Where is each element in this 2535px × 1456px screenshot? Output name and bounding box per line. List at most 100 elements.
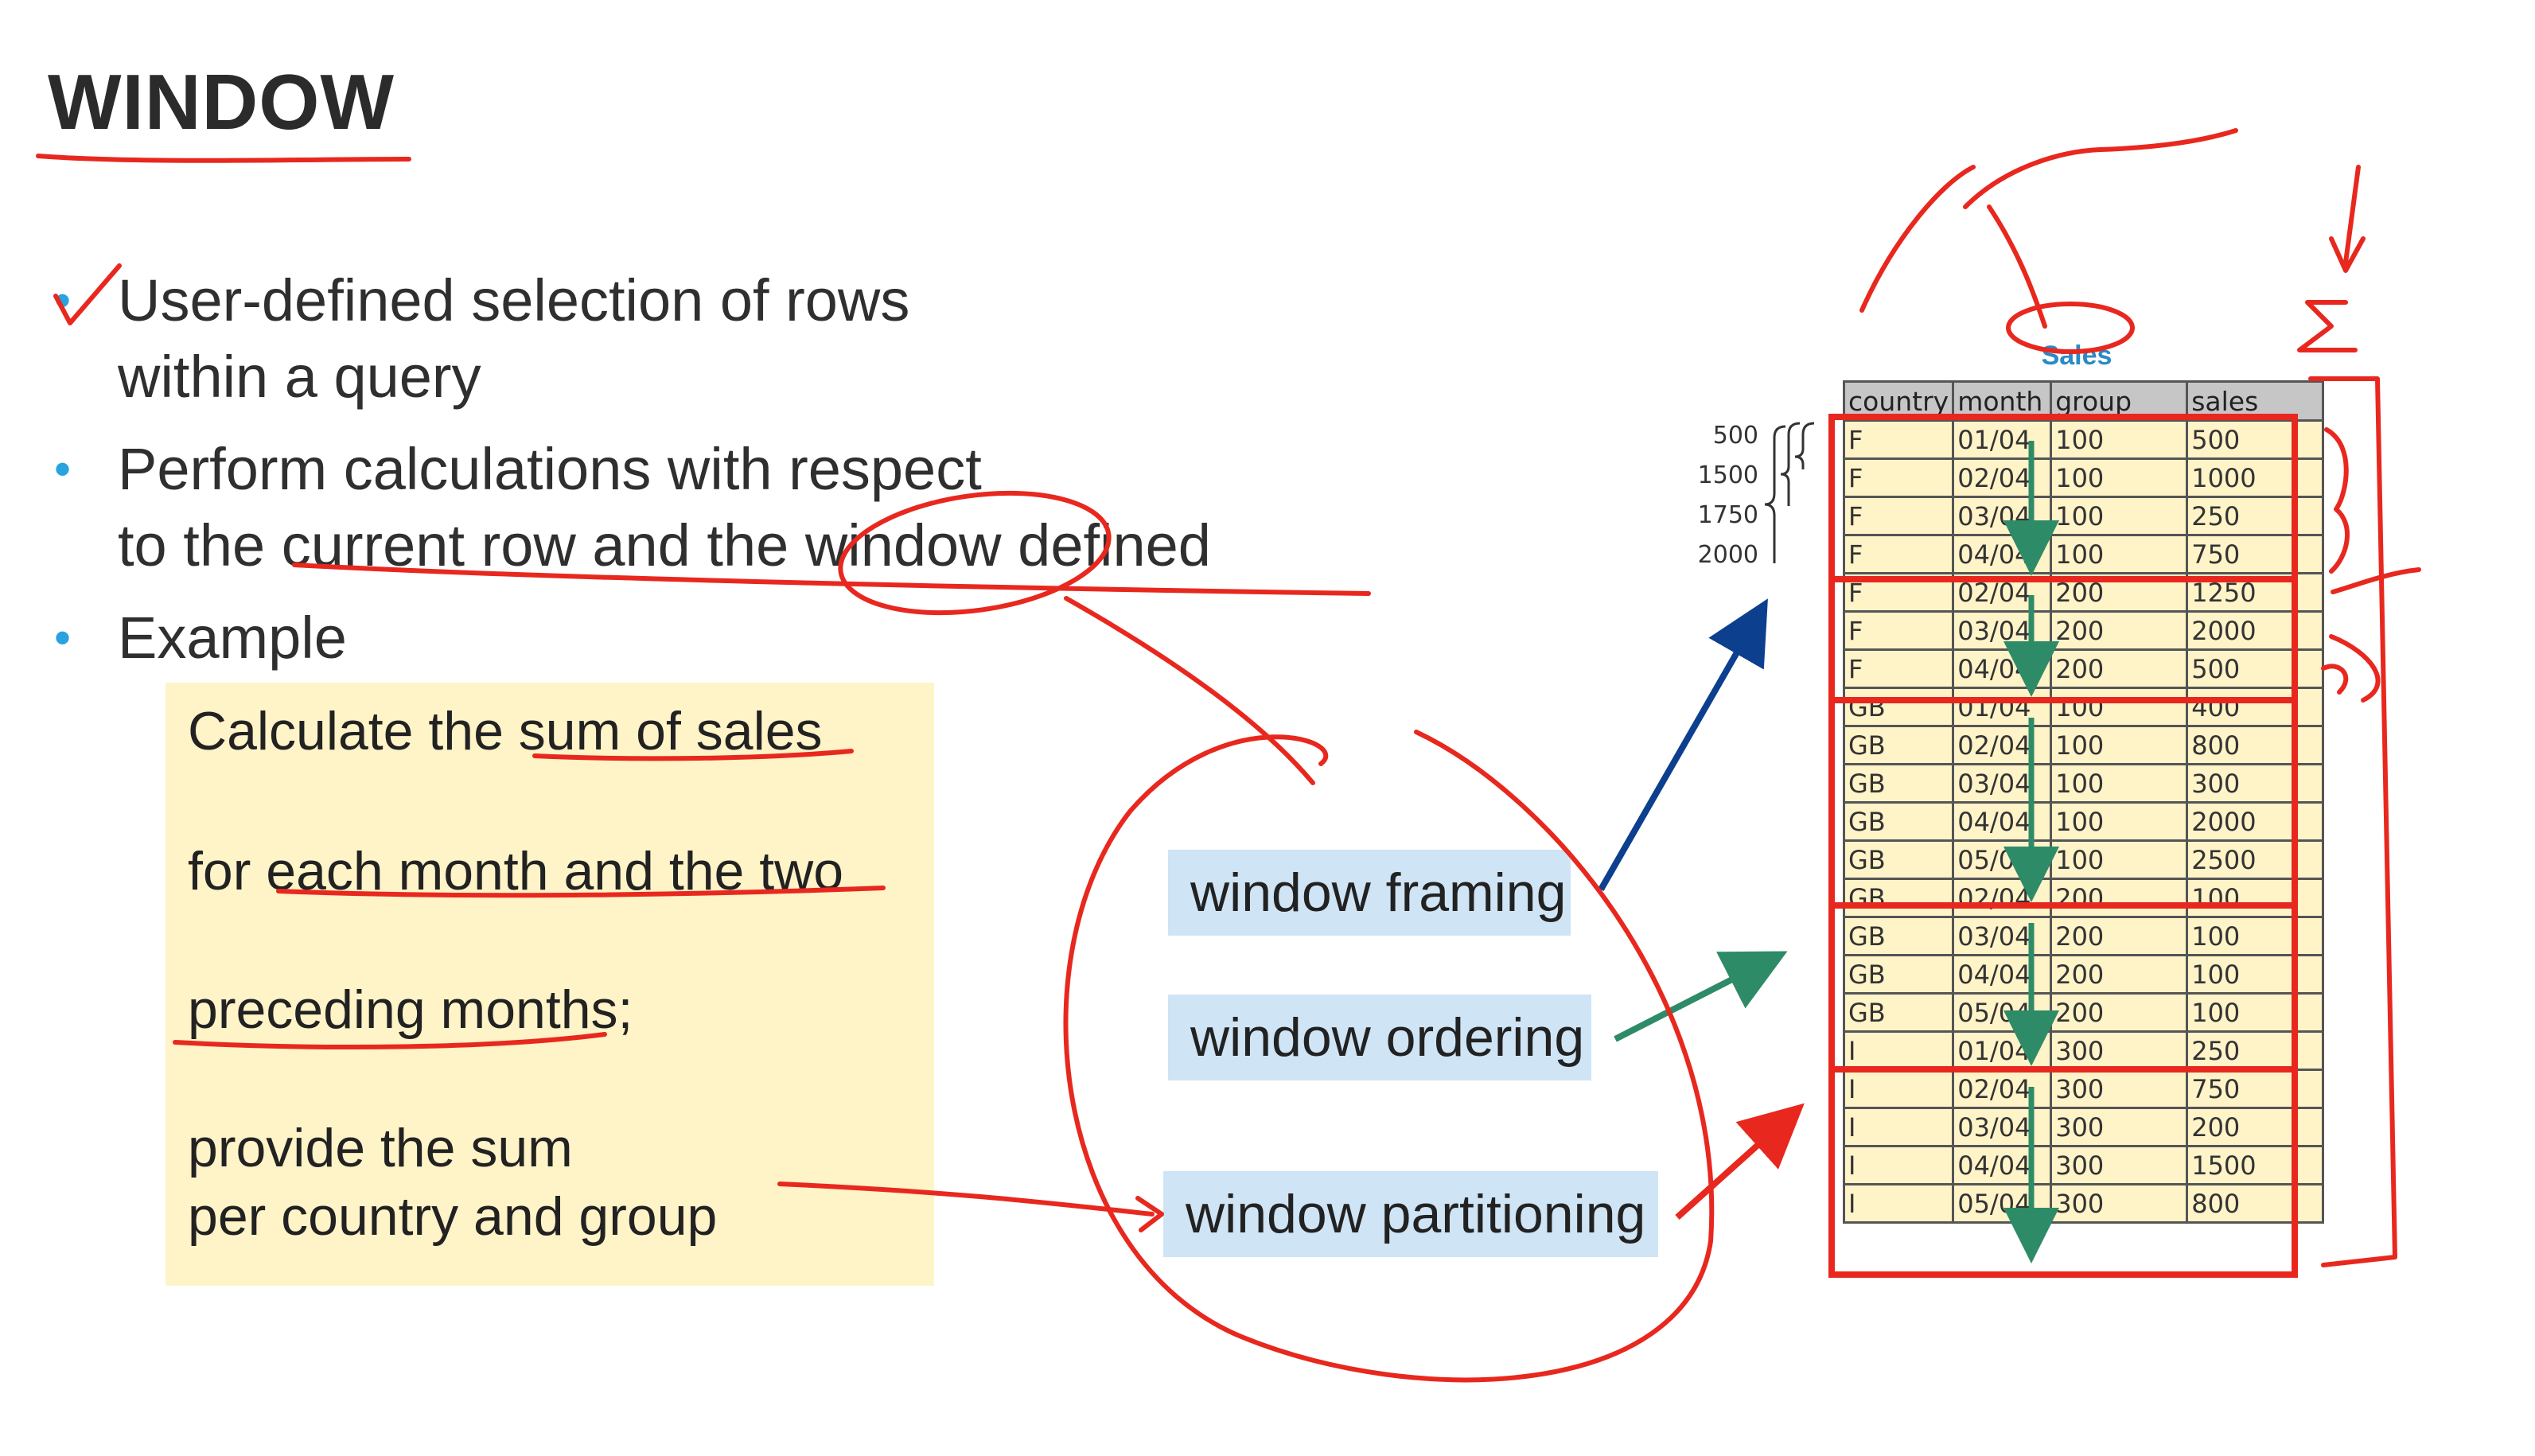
table-cell: 300 [2050, 1145, 2189, 1185]
running-sum-value: 1750 [1697, 501, 1758, 529]
table-cell: 100 [2186, 992, 2325, 1033]
table-cell: 02/04 [1952, 572, 2053, 613]
table-cell: 04/04 [1952, 1145, 2053, 1185]
table-cell: 100 [2050, 687, 2189, 727]
table-cell: 100 [2186, 916, 2325, 956]
table-cell: F [1842, 534, 1955, 574]
table-cell: 200 [2186, 1107, 2325, 1147]
table-cell: 800 [2186, 1183, 2325, 1224]
table-cell: 100 [2186, 878, 2325, 918]
table-cell: 500 [2186, 419, 2325, 460]
table-cell: 03/04 [1952, 916, 2053, 956]
table-cell: 300 [2050, 1030, 2189, 1071]
table-cell: 01/04 [1952, 1030, 2053, 1071]
table-cell: 03/04 [1952, 610, 2053, 651]
table-cell: 03/04 [1952, 496, 2053, 536]
table-cell: F [1842, 610, 1955, 651]
table-cell: 400 [2186, 687, 2325, 727]
bullet-line: Example [118, 605, 347, 671]
table-cell: 200 [2050, 878, 2189, 918]
bullet-item: • Perform calculations with respect to t… [48, 431, 1361, 584]
table-cell: 2000 [2186, 801, 2325, 842]
table-cell: 04/04 [1952, 648, 2053, 689]
table-cell: 200 [2050, 572, 2189, 613]
table-cell: 2500 [2186, 839, 2325, 880]
bullet-line: to the current row and the window define… [118, 512, 1211, 578]
bullet-dot-icon: • [54, 274, 72, 327]
table-cell: 500 [2186, 648, 2325, 689]
table-cell: F [1842, 648, 1955, 689]
bullet-list: • User-defined selection of rows within … [48, 263, 1361, 692]
bullet-item: • Example [48, 600, 1361, 676]
table-cell: F [1842, 457, 1955, 498]
table-cell: 05/04 [1952, 992, 2053, 1033]
table-cell: F [1842, 572, 1955, 613]
table-cell: 100 [2050, 496, 2189, 536]
table-cell: 750 [2186, 1069, 2325, 1109]
table-cell: 2000 [2186, 610, 2325, 651]
table-cell: 100 [2050, 801, 2189, 842]
table-cell: 01/04 [1952, 419, 2053, 460]
column-header: month [1952, 380, 2053, 422]
running-sum-value: 1500 [1697, 461, 1758, 489]
table-cell: 100 [2186, 954, 2325, 995]
table-cell: 800 [2186, 725, 2325, 765]
table-cell: 1250 [2186, 572, 2325, 613]
table-cell: GB [1842, 687, 1955, 727]
framing-arrow-icon [1598, 598, 1768, 891]
table-cell: GB [1842, 916, 1955, 956]
bullet-dot-icon: • [54, 442, 72, 496]
table-cell: 100 [2050, 534, 2189, 574]
table-cell: GB [1842, 725, 1955, 765]
window-ordering-label: window ordering [1168, 995, 1591, 1080]
table-cell: 300 [2050, 1183, 2189, 1224]
table-cell: 250 [2186, 496, 2325, 536]
table-cell: 200 [2050, 610, 2189, 651]
table-cell: 02/04 [1952, 457, 2053, 498]
example-line: preceding months; [188, 979, 633, 1040]
bullet-line: User-defined selection of rows [118, 267, 910, 333]
bullet-item: • User-defined selection of rows within … [48, 263, 1361, 415]
window-framing-label: window framing [1168, 850, 1571, 936]
table-cell: 100 [2050, 763, 2189, 804]
table-cell: 04/04 [1952, 954, 2053, 995]
table-cell: 05/04 [1952, 1183, 2053, 1224]
table-cell: F [1842, 419, 1955, 460]
example-line: for each month and the two [188, 841, 844, 901]
table-cell: 03/04 [1952, 763, 2053, 804]
slide-title: WINDOW [48, 58, 395, 146]
table-cell: 1500 [2186, 1145, 2325, 1185]
table-cell: 04/04 [1952, 801, 2053, 842]
running-sum-value: 500 [1712, 422, 1758, 450]
partitioning-arrow-icon [1675, 1103, 1805, 1220]
bullet-line: within a query [118, 344, 481, 410]
example-line: Calculate the sum of sales [188, 701, 823, 761]
example-line: per country and group [188, 1186, 718, 1247]
table-header-row: country month group sales [1842, 380, 2325, 422]
table-cell: 05/04 [1952, 839, 2053, 880]
table-cell: I [1842, 1030, 1955, 1071]
table-cell: 100 [2050, 419, 2189, 460]
window-partitioning-label: window partitioning [1163, 1171, 1658, 1257]
table-cell: 02/04 [1952, 725, 2053, 765]
table-cell: I [1842, 1183, 1955, 1224]
column-header: sales [2186, 380, 2325, 422]
table-cell: 02/04 [1952, 878, 2053, 918]
table-cell: 300 [2186, 763, 2325, 804]
